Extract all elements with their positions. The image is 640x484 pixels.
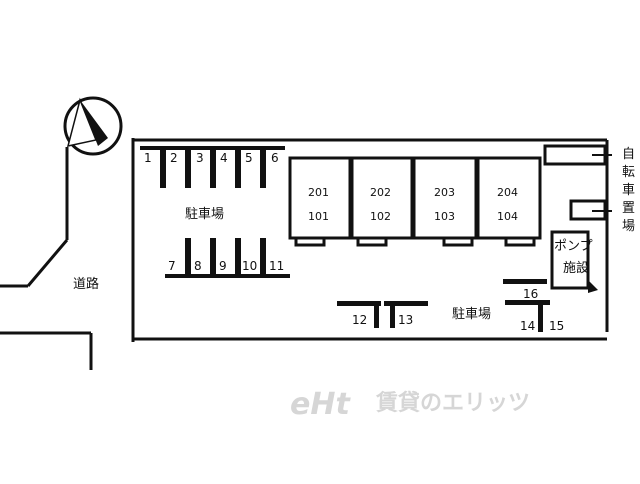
space-number: 5 xyxy=(245,151,253,165)
unit-block xyxy=(350,156,414,247)
space-number: 10 xyxy=(242,259,257,273)
space-number: 4 xyxy=(220,151,228,165)
parking-side-label: 駐車場 xyxy=(452,307,491,322)
unit-block xyxy=(412,156,478,247)
watermark-text: 賃貸のエリッツ xyxy=(375,390,530,416)
bicycle-shed-leaders xyxy=(592,154,612,212)
parking-top-bars xyxy=(140,146,285,188)
parking-bottom-bars xyxy=(337,301,428,328)
space-number: 6 xyxy=(271,151,279,165)
unit-number: 201 xyxy=(308,186,329,199)
space-number: 2 xyxy=(170,151,178,165)
svg-text:転: 転 xyxy=(622,165,635,180)
pump-label-line1: ポンプ xyxy=(554,239,593,254)
svg-text:置: 置 xyxy=(622,201,635,216)
space-number: 9 xyxy=(219,259,227,273)
space-number: 14 xyxy=(520,319,535,333)
unit-number: 102 xyxy=(370,210,391,223)
north-arrow-icon xyxy=(63,96,123,156)
parking-bottom-numbers: 12 13 xyxy=(352,313,413,327)
parking-top-numbers: 1 2 3 4 5 6 xyxy=(144,151,279,165)
unit-number: 202 xyxy=(370,186,391,199)
parking-main-label: 駐車場 xyxy=(185,207,224,222)
parking-right-bars xyxy=(503,279,550,332)
unit-number: 104 xyxy=(497,210,518,223)
unit-number: 203 xyxy=(434,186,455,199)
space-number: 12 xyxy=(352,313,367,327)
unit-block xyxy=(476,156,542,247)
unit-number: 204 xyxy=(497,186,518,199)
space-number: 11 xyxy=(269,259,284,273)
space-number: 3 xyxy=(196,151,204,165)
space-number: 1 xyxy=(144,151,152,165)
bicycle-parking-label: 自 転 車 置 場 xyxy=(622,147,635,234)
watermark-logo: eHt xyxy=(290,387,351,422)
space-number: 15 xyxy=(549,319,564,333)
space-number: 7 xyxy=(168,259,176,273)
svg-text:自: 自 xyxy=(622,147,635,162)
svg-text:場: 場 xyxy=(622,219,635,234)
road-outline xyxy=(0,147,93,370)
watermark: eHt 賃貸のエリッツ xyxy=(290,387,530,422)
unit-block xyxy=(288,156,352,247)
unit-number: 101 xyxy=(308,210,329,223)
parking-right-numbers: 16 14 15 xyxy=(520,287,564,333)
site-boundary xyxy=(131,138,609,342)
unit-numbers: 201 202 203 204 101 102 103 104 xyxy=(308,186,518,223)
parking-mid-numbers: 7 8 9 10 11 xyxy=(168,259,284,273)
space-number: 13 xyxy=(398,313,413,327)
pump-label-line2: 施設 xyxy=(563,260,589,276)
pump-facility: ポンプ 施設 xyxy=(550,230,598,293)
parking-mid-bars xyxy=(165,238,290,278)
building xyxy=(288,156,542,247)
svg-text:車: 車 xyxy=(622,183,635,198)
space-number: 16 xyxy=(523,287,538,301)
road-label: 道路 xyxy=(73,276,99,292)
bicycle-shed xyxy=(543,144,607,221)
unit-number: 103 xyxy=(434,210,455,223)
space-number: 8 xyxy=(194,259,202,273)
